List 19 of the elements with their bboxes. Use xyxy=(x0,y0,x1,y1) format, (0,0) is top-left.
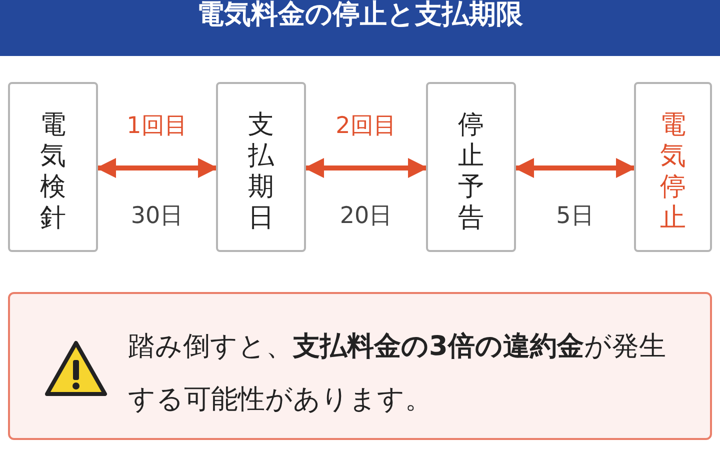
step-box xyxy=(426,82,516,252)
double-arrow xyxy=(304,158,428,178)
edge-label: 1回目 xyxy=(126,112,188,141)
duration-label: 20日 xyxy=(338,202,394,231)
warning-box xyxy=(8,292,712,440)
edge-label: 2回目 xyxy=(334,112,398,141)
step-box xyxy=(216,82,306,252)
step-label: 支払期日 xyxy=(247,110,275,234)
step-label: 停止予告 xyxy=(457,110,485,234)
step-box xyxy=(8,82,98,252)
step-label: 電気検針 xyxy=(39,110,67,234)
duration-label: 30日 xyxy=(130,202,184,231)
step-label: 電気停止 xyxy=(659,110,687,234)
double-arrow xyxy=(96,158,218,178)
step-box xyxy=(634,82,712,252)
edge-label: 5日 xyxy=(555,202,595,231)
title-bar: 電気料金の停止と支払期限 xyxy=(0,0,720,56)
double-arrow xyxy=(514,158,636,178)
warning-text: 踏み倒すと、支払料金の3倍の違約金が発生する可能性があります。 xyxy=(128,330,667,417)
